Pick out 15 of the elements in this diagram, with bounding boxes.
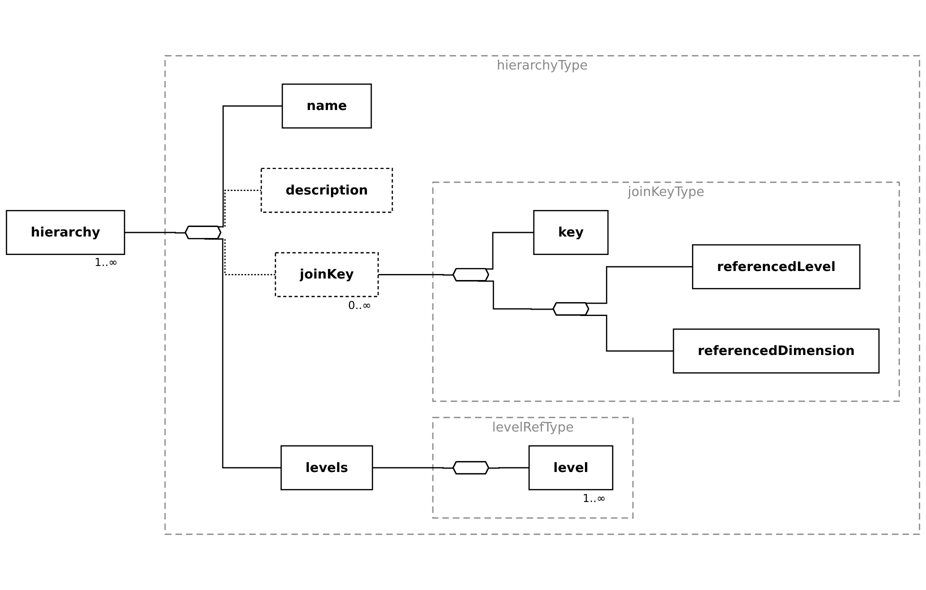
connector xyxy=(488,467,530,469)
multiplicity-label: 1..∞ xyxy=(94,256,118,270)
node-box: levels xyxy=(280,445,374,490)
node-box: description xyxy=(260,168,393,213)
node-box: referencedLevel xyxy=(692,244,860,290)
node-box: key xyxy=(533,210,609,255)
node-box: name xyxy=(282,84,372,129)
multiplicity-label: 0..∞ xyxy=(348,298,372,312)
node-box: level xyxy=(528,445,614,490)
node-box: referencedDimension xyxy=(672,328,880,374)
connector xyxy=(378,274,454,276)
multiplicity-label: 1..∞ xyxy=(582,492,606,505)
connector xyxy=(124,232,186,234)
node-box: hierarchy xyxy=(6,210,126,255)
connector xyxy=(372,467,454,469)
